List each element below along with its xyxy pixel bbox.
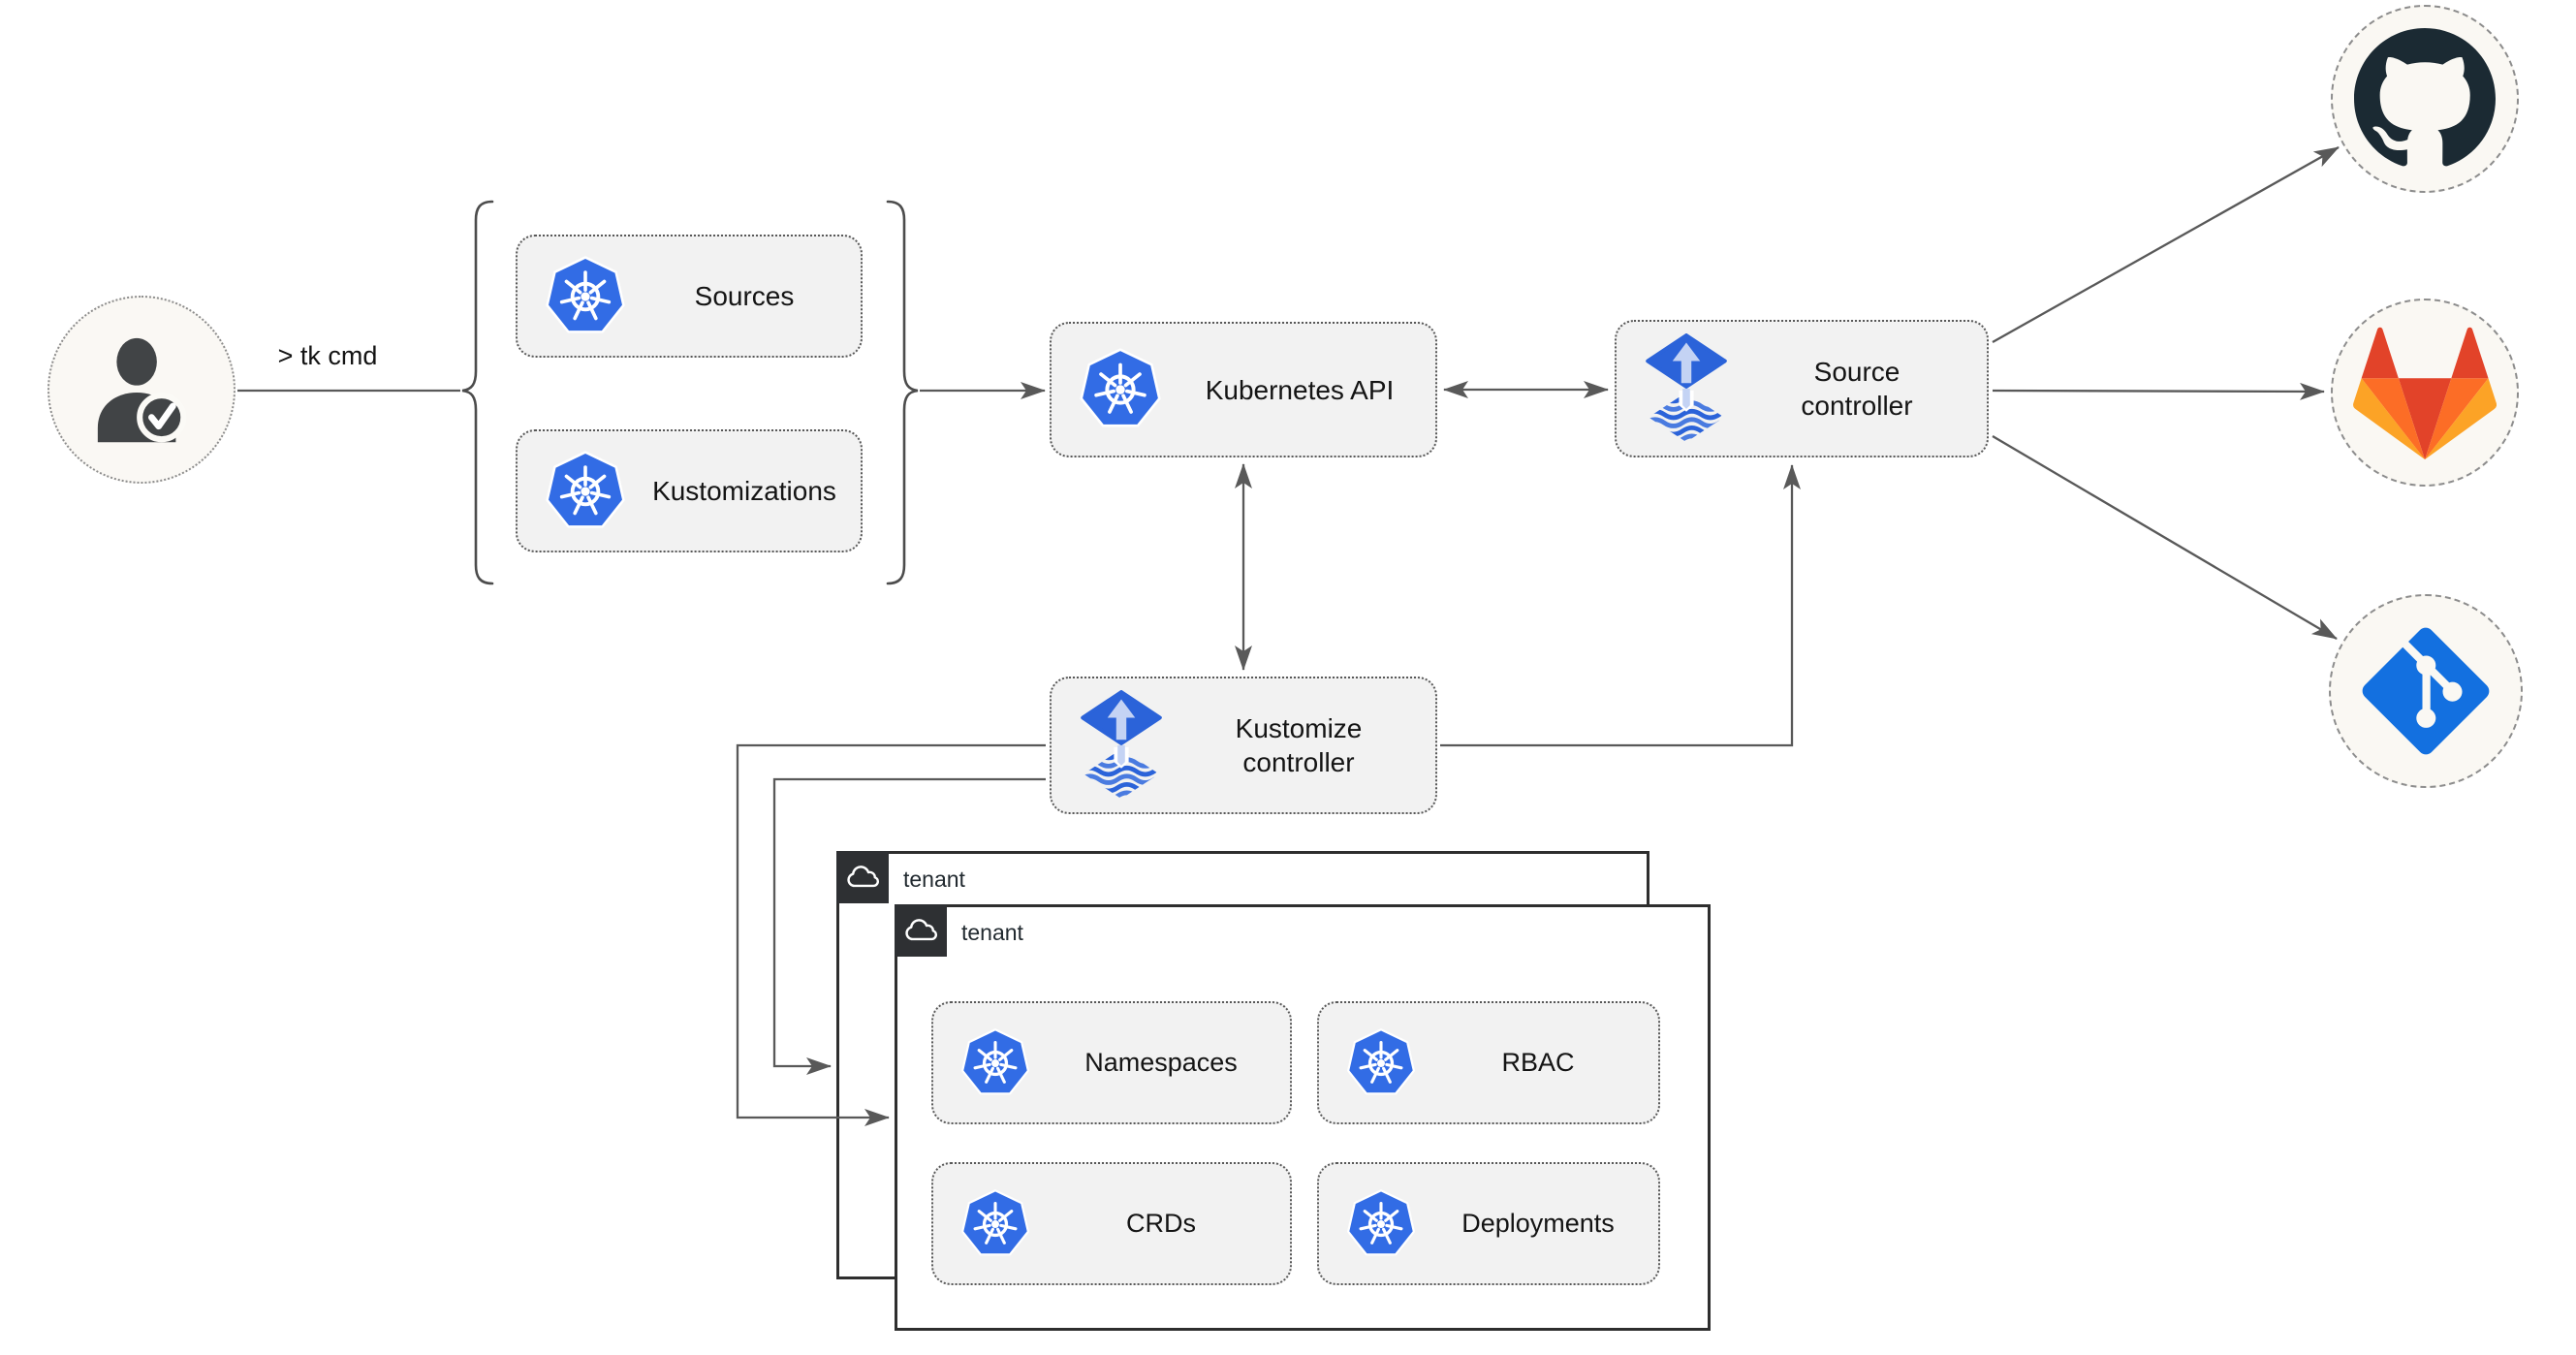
node-crds-label: CRDs xyxy=(1126,1208,1196,1238)
node-deployments-label: Deployments xyxy=(1461,1208,1615,1238)
kubernetes-icon xyxy=(958,1027,1032,1099)
kubernetes-icon xyxy=(958,1188,1032,1260)
connector-source-to-gitlab xyxy=(1992,382,2325,400)
kubernetes-icon xyxy=(1077,347,1164,432)
cloud-icon xyxy=(905,919,938,941)
node-rbac: RBAC xyxy=(1317,1001,1660,1124)
provider-gitlab xyxy=(2331,299,2519,487)
node-sources: Sources xyxy=(516,235,863,358)
node-kustomize-controller-label: Kustomize controller xyxy=(1235,713,1363,777)
connector-kustomize-to-source xyxy=(1440,464,1801,747)
tenant-box-front: tenant Namespaces RBAC CRDs Deployments xyxy=(895,904,1711,1331)
kubernetes-icon xyxy=(543,255,628,338)
cloud-icon xyxy=(847,866,880,888)
provider-github xyxy=(2331,5,2519,193)
kubernetes-icon xyxy=(1344,1188,1418,1260)
node-sources-label: Sources xyxy=(694,281,795,311)
cli-command-label: > tk cmd xyxy=(277,341,378,370)
connector-source-to-github xyxy=(1992,145,2340,344)
github-icon xyxy=(2354,28,2496,167)
node-source-controller-label: Source controller xyxy=(1801,357,1913,421)
user-check-icon xyxy=(82,333,201,452)
brace-right xyxy=(886,200,919,585)
node-namespaces-label: Namespaces xyxy=(1084,1047,1238,1077)
node-kubernetes-api: Kubernetes API xyxy=(1050,322,1437,457)
kubernetes-icon xyxy=(543,450,628,533)
git-icon xyxy=(2362,627,2490,755)
tenant-back-tab xyxy=(836,851,889,903)
connector-source-to-git xyxy=(1992,435,2338,640)
node-rbac-label: RBAC xyxy=(1501,1047,1575,1077)
node-kubernetes-api-label: Kubernetes API xyxy=(1205,374,1395,405)
flux-icon xyxy=(1081,690,1162,801)
node-kustomizations-label: Kustomizations xyxy=(652,476,836,506)
node-crds: CRDs xyxy=(931,1162,1292,1285)
tenant-front-label: tenant xyxy=(961,920,1023,945)
brace-left xyxy=(461,200,494,585)
tenant-front-tab xyxy=(895,904,947,957)
node-deployments: Deployments xyxy=(1317,1162,1660,1285)
kubernetes-icon xyxy=(1344,1027,1418,1099)
actor-user xyxy=(47,296,236,484)
node-kustomize-controller: Kustomize controller xyxy=(1050,677,1437,814)
tenant-back-label: tenant xyxy=(903,867,965,892)
node-namespaces: Namespaces xyxy=(931,1001,1292,1124)
gitlab-icon xyxy=(2353,327,2497,460)
node-kustomizations: Kustomizations xyxy=(516,429,863,552)
provider-git xyxy=(2329,594,2523,788)
flux-icon xyxy=(1646,333,1727,444)
node-source-controller: Source controller xyxy=(1615,320,1989,457)
